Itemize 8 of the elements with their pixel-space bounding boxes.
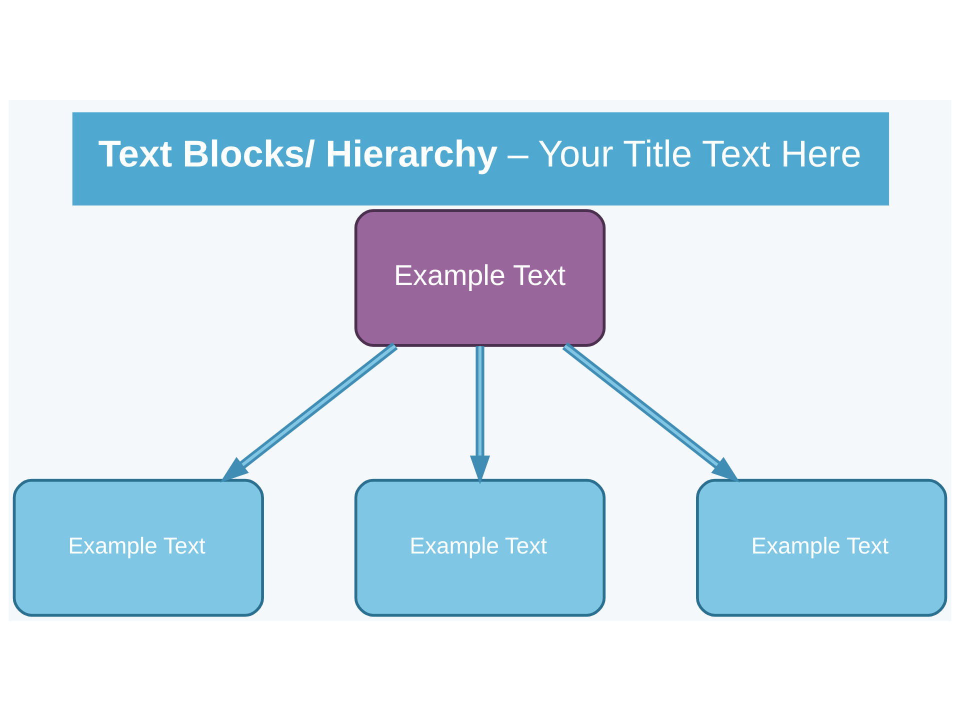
node-box: Example Text — [12, 478, 264, 616]
arrow — [220, 342, 398, 482]
arrow — [562, 342, 740, 482]
node-box: Example Text — [696, 478, 948, 616]
node-box: Example Text — [354, 208, 606, 346]
arrow — [470, 346, 490, 484]
diagram-title: Text Blocks/ Hierarchy – Your Title Text Here — [98, 132, 862, 174]
node-box: Example Text — [354, 478, 606, 616]
